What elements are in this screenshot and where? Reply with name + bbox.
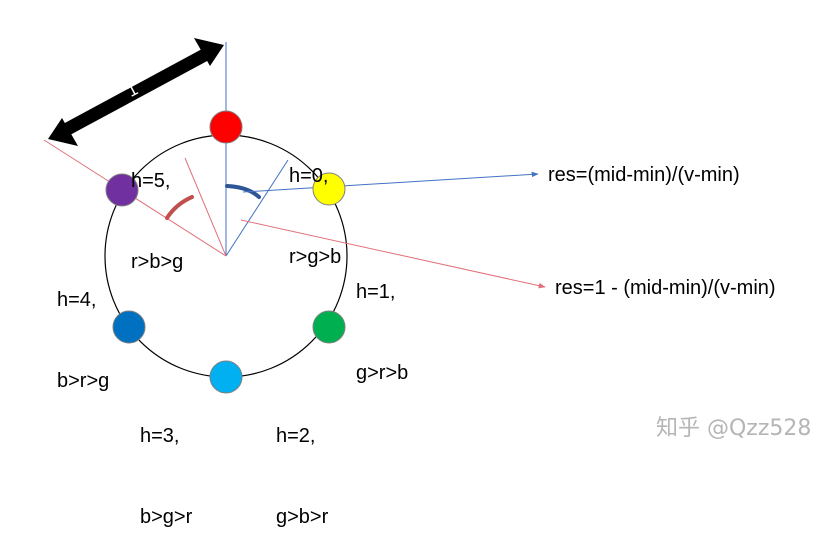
sector-h3-order: b>g>r (140, 506, 193, 528)
sector-h5-order: r>b>g (131, 251, 184, 273)
blue-formula-label: res=(mid-min)/(v-min) (548, 164, 740, 186)
hue-sector-diagram: 1 (43, 38, 546, 394)
sector-h4-order: b>r>g (57, 370, 110, 392)
sector-h4-hue: h=4, (57, 289, 97, 311)
scale-arrow-shaft (56, 45, 216, 139)
red-formula-label: res=1 - (mid-min)/(v-min) (555, 277, 776, 299)
sector-h3-hue: h=3, (140, 425, 180, 447)
sector-label-h5: h=5, r>b>g (131, 114, 183, 303)
sector-h1-order: g>r>b (356, 362, 409, 384)
yellow-color-dot (312, 172, 346, 206)
sector-label-h4: h=4, b>r>g (57, 233, 109, 422)
sector-h5-hue: h=5, (131, 170, 171, 192)
sector-h0-order: r>g>b (289, 246, 342, 268)
blue-color-dot (112, 310, 146, 344)
sector-h2-hue: h=2, (276, 425, 316, 447)
sector-label-h1: h=1, g>r>b (356, 225, 408, 414)
red-formula-arrow (240, 219, 546, 289)
purple-color-dot (105, 173, 139, 207)
sector-h1-hue: h=1, (356, 281, 396, 303)
sector-label-h2: h=2, g>b>r (276, 369, 328, 558)
watermark: 知乎 @Qzz528 (656, 416, 812, 441)
sector-label-h0: h=0, r>g>b (289, 109, 341, 298)
scale-arrowhead-right (194, 38, 224, 66)
red-hue-radius (184, 157, 227, 257)
cyan-color-dot (209, 360, 243, 394)
scale-arrowhead-left (48, 118, 78, 146)
sector-h2-order: g>b>r (276, 506, 329, 528)
red-angle-arc (165, 195, 194, 220)
blue-formula-arrow (242, 171, 539, 193)
sector-label-h3: h=3, b>g>r (140, 369, 192, 558)
blue-hue-radius (225, 159, 289, 257)
red-color-dot (209, 110, 243, 144)
blue-angle-arc (225, 184, 261, 199)
sector-h0-hue: h=0, (289, 165, 329, 187)
green-color-dot (312, 310, 346, 344)
